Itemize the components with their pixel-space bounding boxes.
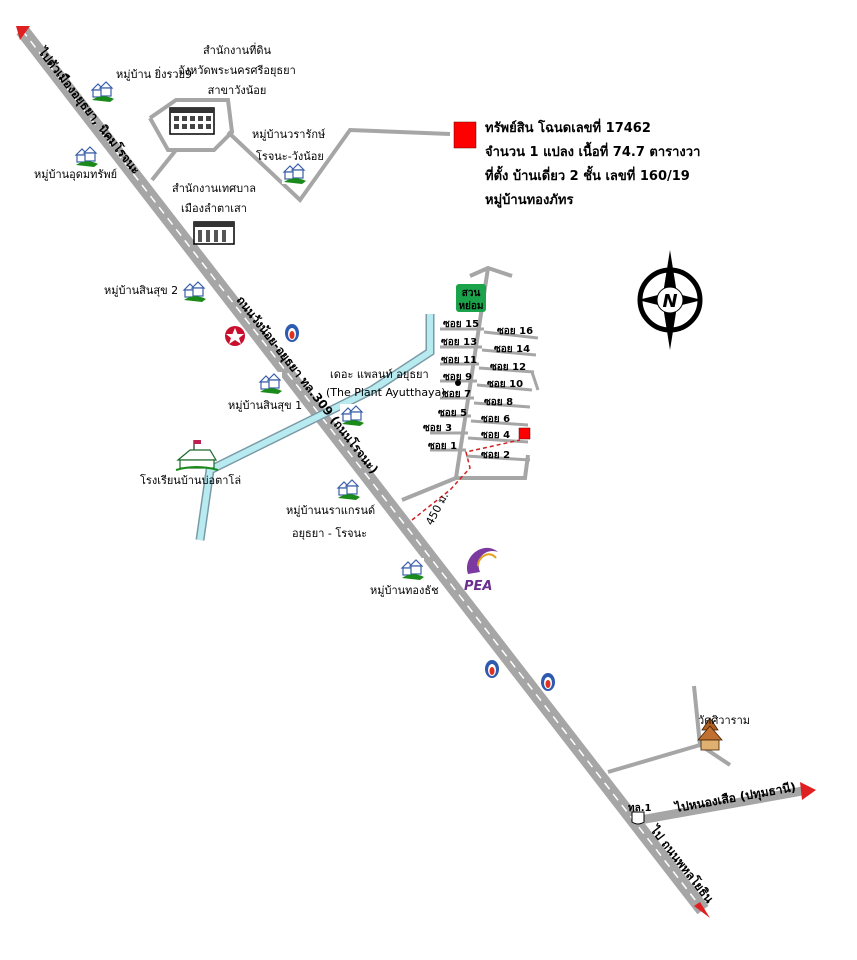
plant-label-th: เดอะ แพลนท์ อยุธยา [330,368,429,381]
school-label: โรงเรียนบ้านบ่อตาโล่ [140,473,241,487]
soi-11-label: ซอย 11 [441,355,477,366]
soi-9-label: ซอย 9 [443,372,472,383]
pea-logo: PEA [464,547,498,594]
compass-n-label: N [662,291,677,312]
sinsuk1-label: หมู่บ้านสินสุข 1 [228,399,302,412]
land-office-label-1: สำนักงานที่ดิน [203,42,272,57]
soi-5-label: ซอย 5 [438,408,467,419]
house-icon-thong-thach [399,557,425,581]
land-office-building-icon [169,107,215,135]
arrow-up-left-icon [16,26,30,40]
soi-13-label: ซอย 13 [441,337,477,348]
house-icon-ying-ruay [89,79,115,103]
soi-15-label: ซอย 15 [443,319,479,330]
property-line-4: หมู่บ้านทองภัทร [485,192,573,208]
ying-ruay-label: หมู่บ้าน ยิ่งรวย9 [116,66,192,81]
municipal-building-icon [193,221,235,245]
sinsuk2-label: หมู่บ้านสินสุข 2 [104,284,178,297]
main-highway [16,25,710,918]
house-icon-sinsuk2 [181,279,207,303]
soi-1-label: ซอย 1 [428,441,457,452]
soi-8-label: ซอย 8 [484,397,513,408]
udom-sap-label: หมู่บ้านอุดมทรัพย์ [34,168,117,181]
park: สวน หย่อม [456,284,486,312]
plant-location-dot [455,380,461,386]
soi-3-label: ซอย 3 [423,423,452,434]
property-line-1: ทรัพย์สิน โฉนดเลขที่ 17462 [485,118,651,136]
arrow-down-right-icon [694,902,710,918]
side-roads [148,98,732,774]
park-label-2: หย่อม [458,300,483,312]
school-icon [175,440,219,471]
flame-icon-3 [541,673,555,691]
house-icon-sinsuk1 [257,371,283,395]
house-icon-nara [335,477,361,501]
soi-2-label: ซอย 2 [481,450,510,461]
flame-icon-1 [285,324,299,342]
compass-icon: N [637,250,703,350]
park-label-1: สวน [462,288,481,299]
flame-icon-2 [485,660,499,678]
route-1-label: ทล.1 [628,803,652,814]
soi-10-label: ซอย 10 [487,379,523,390]
plant-label-en: (The Plant Ayutthaya) [326,386,446,399]
gas-station-star-icon [225,326,245,346]
municipal-label-2: เมืองลำตาเสา [181,202,247,215]
canal [195,314,435,541]
soi-7-label: ซอย 7 [442,389,471,400]
nong-suea-road [639,782,816,825]
arrow-right-icon [800,782,816,800]
property-location-marker [518,427,531,440]
temple-icon [697,717,723,751]
wat-label: วัดศิวาราม [698,714,750,727]
property-info: ทรัพย์สิน โฉนดเลขที่ 17462 จำนวน 1 แปลง … [485,118,700,208]
soi-6-label: ซอย 6 [481,414,510,425]
land-office-label-2: จังหวัดพระนครศรีอยุธยา [178,64,296,77]
nara-label-2: อยุธยา - โรจนะ [292,526,367,540]
place-labels: สำนักงานที่ดิน จังหวัดพระนครศรีอยุธยา สา… [34,42,750,727]
municipal-label-1: สำนักงานเทศบาล [172,182,256,195]
soi-labels: ซอย 15 ซอย 16 ซอย 13 ซอย 14 ซอย 11 ซอย 1… [423,319,533,461]
distance-label: 450 ม. [423,490,451,527]
property-line-2: จำนวน 1 แปลง เนื้อที่ 74.7 ตารางวา [485,141,700,160]
soi-16-label: ซอย 16 [497,326,533,337]
route-1-shield-icon [631,811,645,825]
soi-12-label: ซอย 12 [490,362,526,373]
property-line-3: ที่ตั้ง บ้านเดี่ยว 2 ชั้น เลขที่ 160/19 [485,165,690,184]
land-office-label-3: สาขาวังน้อย [208,84,267,97]
soi-14-label: ซอย 14 [494,344,530,355]
nara-label-1: หมู่บ้านนราแกรนด์ [286,504,375,517]
property-legend-marker [453,121,477,149]
house-icon-warrarak [281,161,307,185]
distance-route [411,439,521,521]
soi-4-label: ซอย 4 [481,430,510,441]
warrarak-label-2: โรจนะ-วังน้อย [256,149,324,163]
pea-logo-text: PEA [464,579,492,594]
warrarak-label-1: หมู่บ้านวรารักษ์ [252,128,326,141]
thong-thach-label: หมู่บ้านทองธัช [370,584,439,597]
house-icon-udom-sap [73,144,99,168]
